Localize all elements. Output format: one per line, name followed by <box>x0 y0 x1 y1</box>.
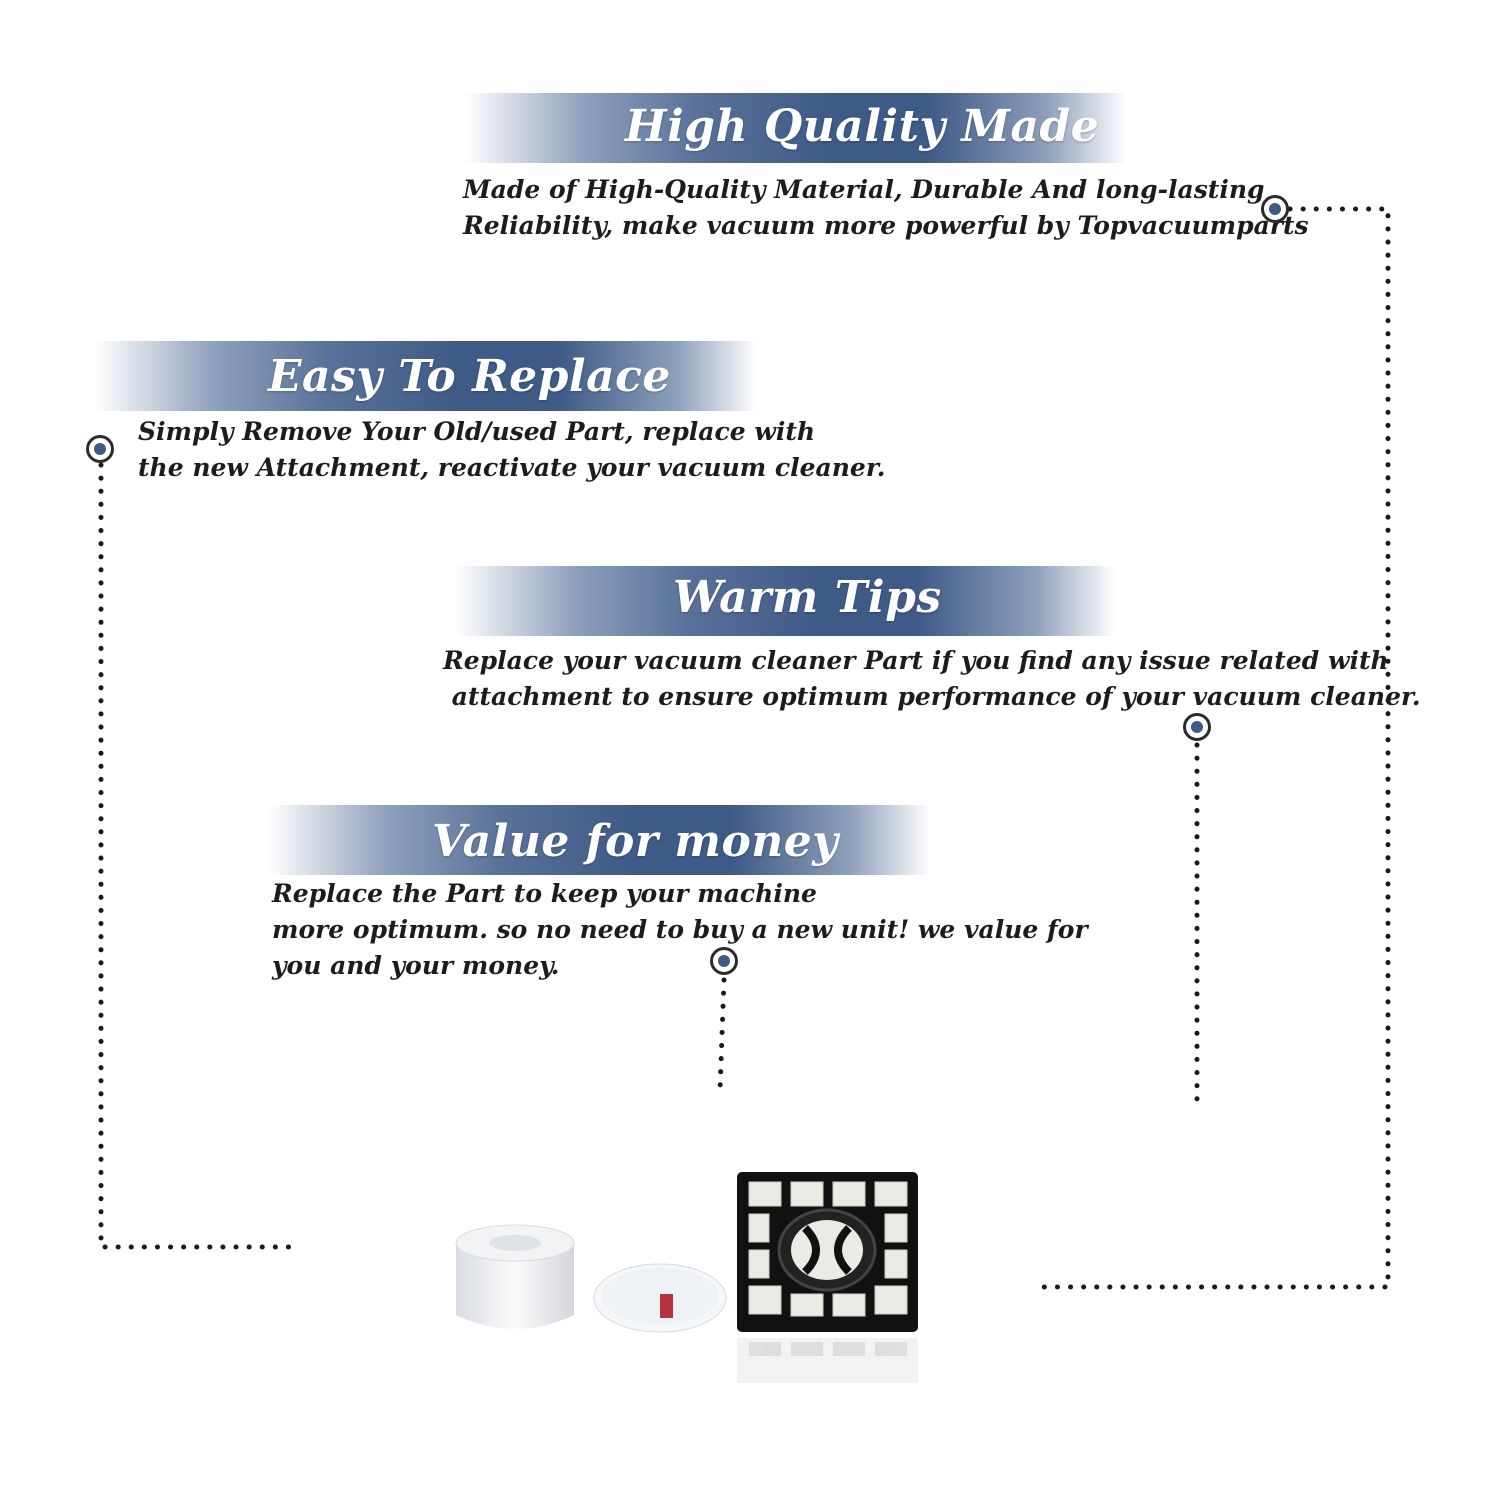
banner-value-money <box>268 805 930 875</box>
connector-line-replace <box>98 462 303 1250</box>
section-desc-warm-tips: Replace your vacuum cleaner Part if you … <box>443 643 1421 715</box>
hepa-filter-icon <box>737 1172 918 1383</box>
desc-line: more optimum. so no need to buy a new un… <box>272 915 1088 944</box>
section-title-warm-tips: Warm Tips <box>673 572 942 623</box>
marker-dot-icon <box>1261 195 1289 223</box>
desc-line: Simply Remove Your Old/used Part, replac… <box>138 417 816 446</box>
section-desc-value-money: Replace the Part to keep your machine mo… <box>272 876 1088 984</box>
banner-warm-tips <box>455 566 1115 636</box>
section-title-high-quality: High Quality Made <box>625 101 1100 152</box>
banner-high-quality <box>465 93 1127 163</box>
connector-line-value <box>717 977 727 1093</box>
marker-dot-icon <box>1183 713 1211 741</box>
connector-line-quality <box>1032 206 1391 1290</box>
foam-filter-icon <box>455 1224 575 1329</box>
section-desc-easy-replace: Simply Remove Your Old/used Part, replac… <box>138 414 885 486</box>
marker-dot-icon <box>86 435 114 463</box>
section-desc-high-quality: Made of High-Quality Material, Durable A… <box>463 172 1309 244</box>
desc-line: Replace your vacuum cleaner Part if you … <box>443 646 1389 675</box>
desc-line: the new Attachment, reactivate your vacu… <box>138 453 886 482</box>
felt-filter-icon <box>593 1263 727 1333</box>
desc-line: Replace the Part to keep your machine <box>272 879 817 908</box>
desc-line: attachment to ensure optimum performance… <box>443 682 1421 711</box>
desc-line: Made of High-Quality Material, Durable A… <box>463 175 1265 204</box>
desc-line: you and your money. <box>272 951 560 980</box>
marker-dot-icon <box>710 947 738 975</box>
section-title-easy-replace: Easy To Replace <box>268 351 671 402</box>
desc-line: Reliability, make vacuum more powerful b… <box>463 211 1309 240</box>
section-title-value-money: Value for money <box>432 816 839 867</box>
banner-easy-replace <box>95 341 757 411</box>
